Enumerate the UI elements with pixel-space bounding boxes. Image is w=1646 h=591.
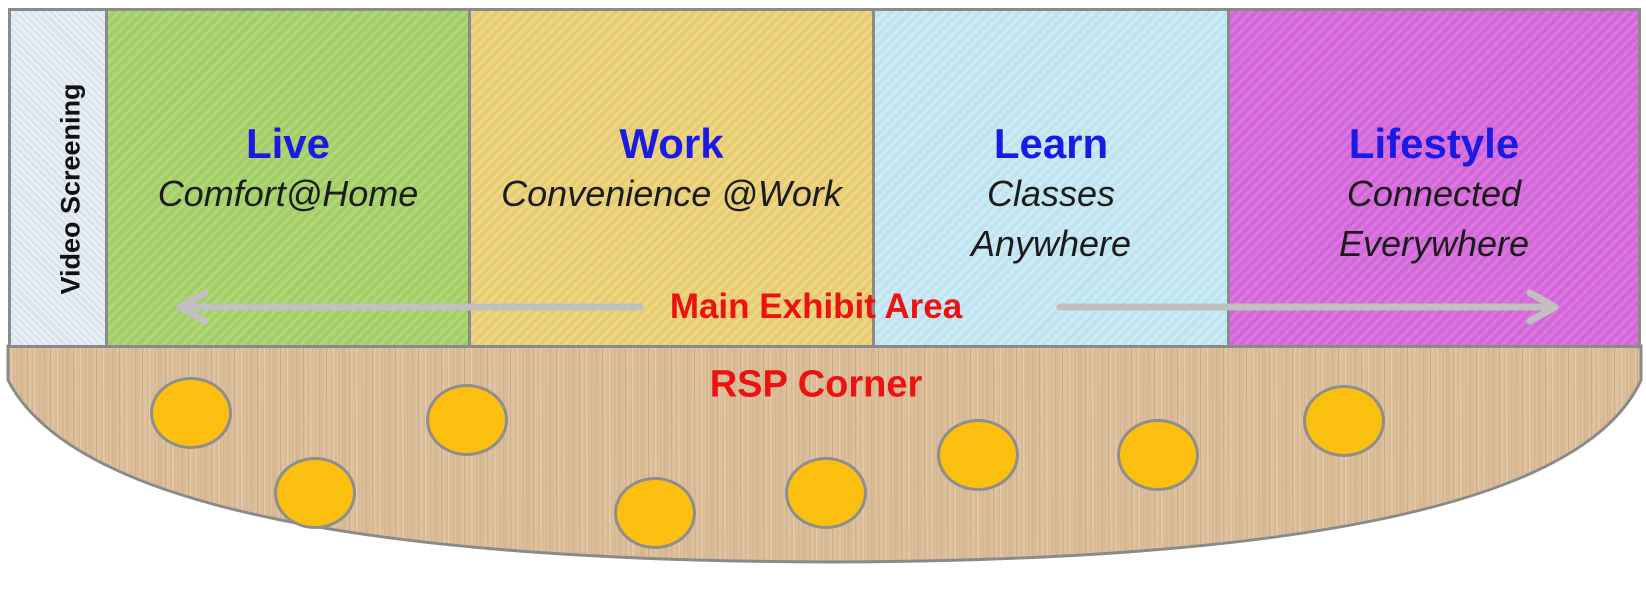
live-subtitle: Comfort@Home — [157, 173, 419, 214]
booth-work: Work Convenience @Work — [468, 8, 875, 348]
learn-subtitle-line2: Anywhere — [970, 223, 1132, 264]
rsp-seat — [937, 419, 1019, 491]
lifestyle-title: Lifestyle — [1348, 120, 1520, 167]
rsp-seat — [150, 377, 232, 449]
work-subtitle: Convenience @Work — [501, 173, 842, 214]
rsp-seat — [614, 477, 696, 549]
rsp-corner-label: RSP Corner — [709, 363, 923, 406]
rsp-seat — [274, 457, 356, 529]
rsp-seat — [1303, 385, 1385, 457]
booth-live: Live Comfort@Home — [105, 8, 471, 348]
work-title: Work — [619, 120, 724, 167]
lifestyle-subtitle-line2: Everywhere — [1338, 223, 1530, 264]
booth-learn: Learn Classes Anywhere — [872, 8, 1230, 348]
booth-video-screening: Video Screening — [8, 8, 108, 348]
rsp-seat — [785, 457, 867, 529]
lifestyle-subtitle-line1: Connected — [1346, 173, 1522, 214]
learn-subtitle-line1: Classes — [986, 173, 1116, 214]
live-title: Live — [245, 120, 331, 167]
rsp-seat — [1117, 419, 1199, 491]
rsp-seat — [426, 384, 508, 456]
main-exhibit-area-label: Main Exhibit Area — [669, 287, 963, 326]
booth-lifestyle: Lifestyle Connected Everywhere — [1227, 8, 1641, 348]
learn-title: Learn — [993, 120, 1109, 167]
video-screening-label: Video Screening — [55, 83, 86, 295]
